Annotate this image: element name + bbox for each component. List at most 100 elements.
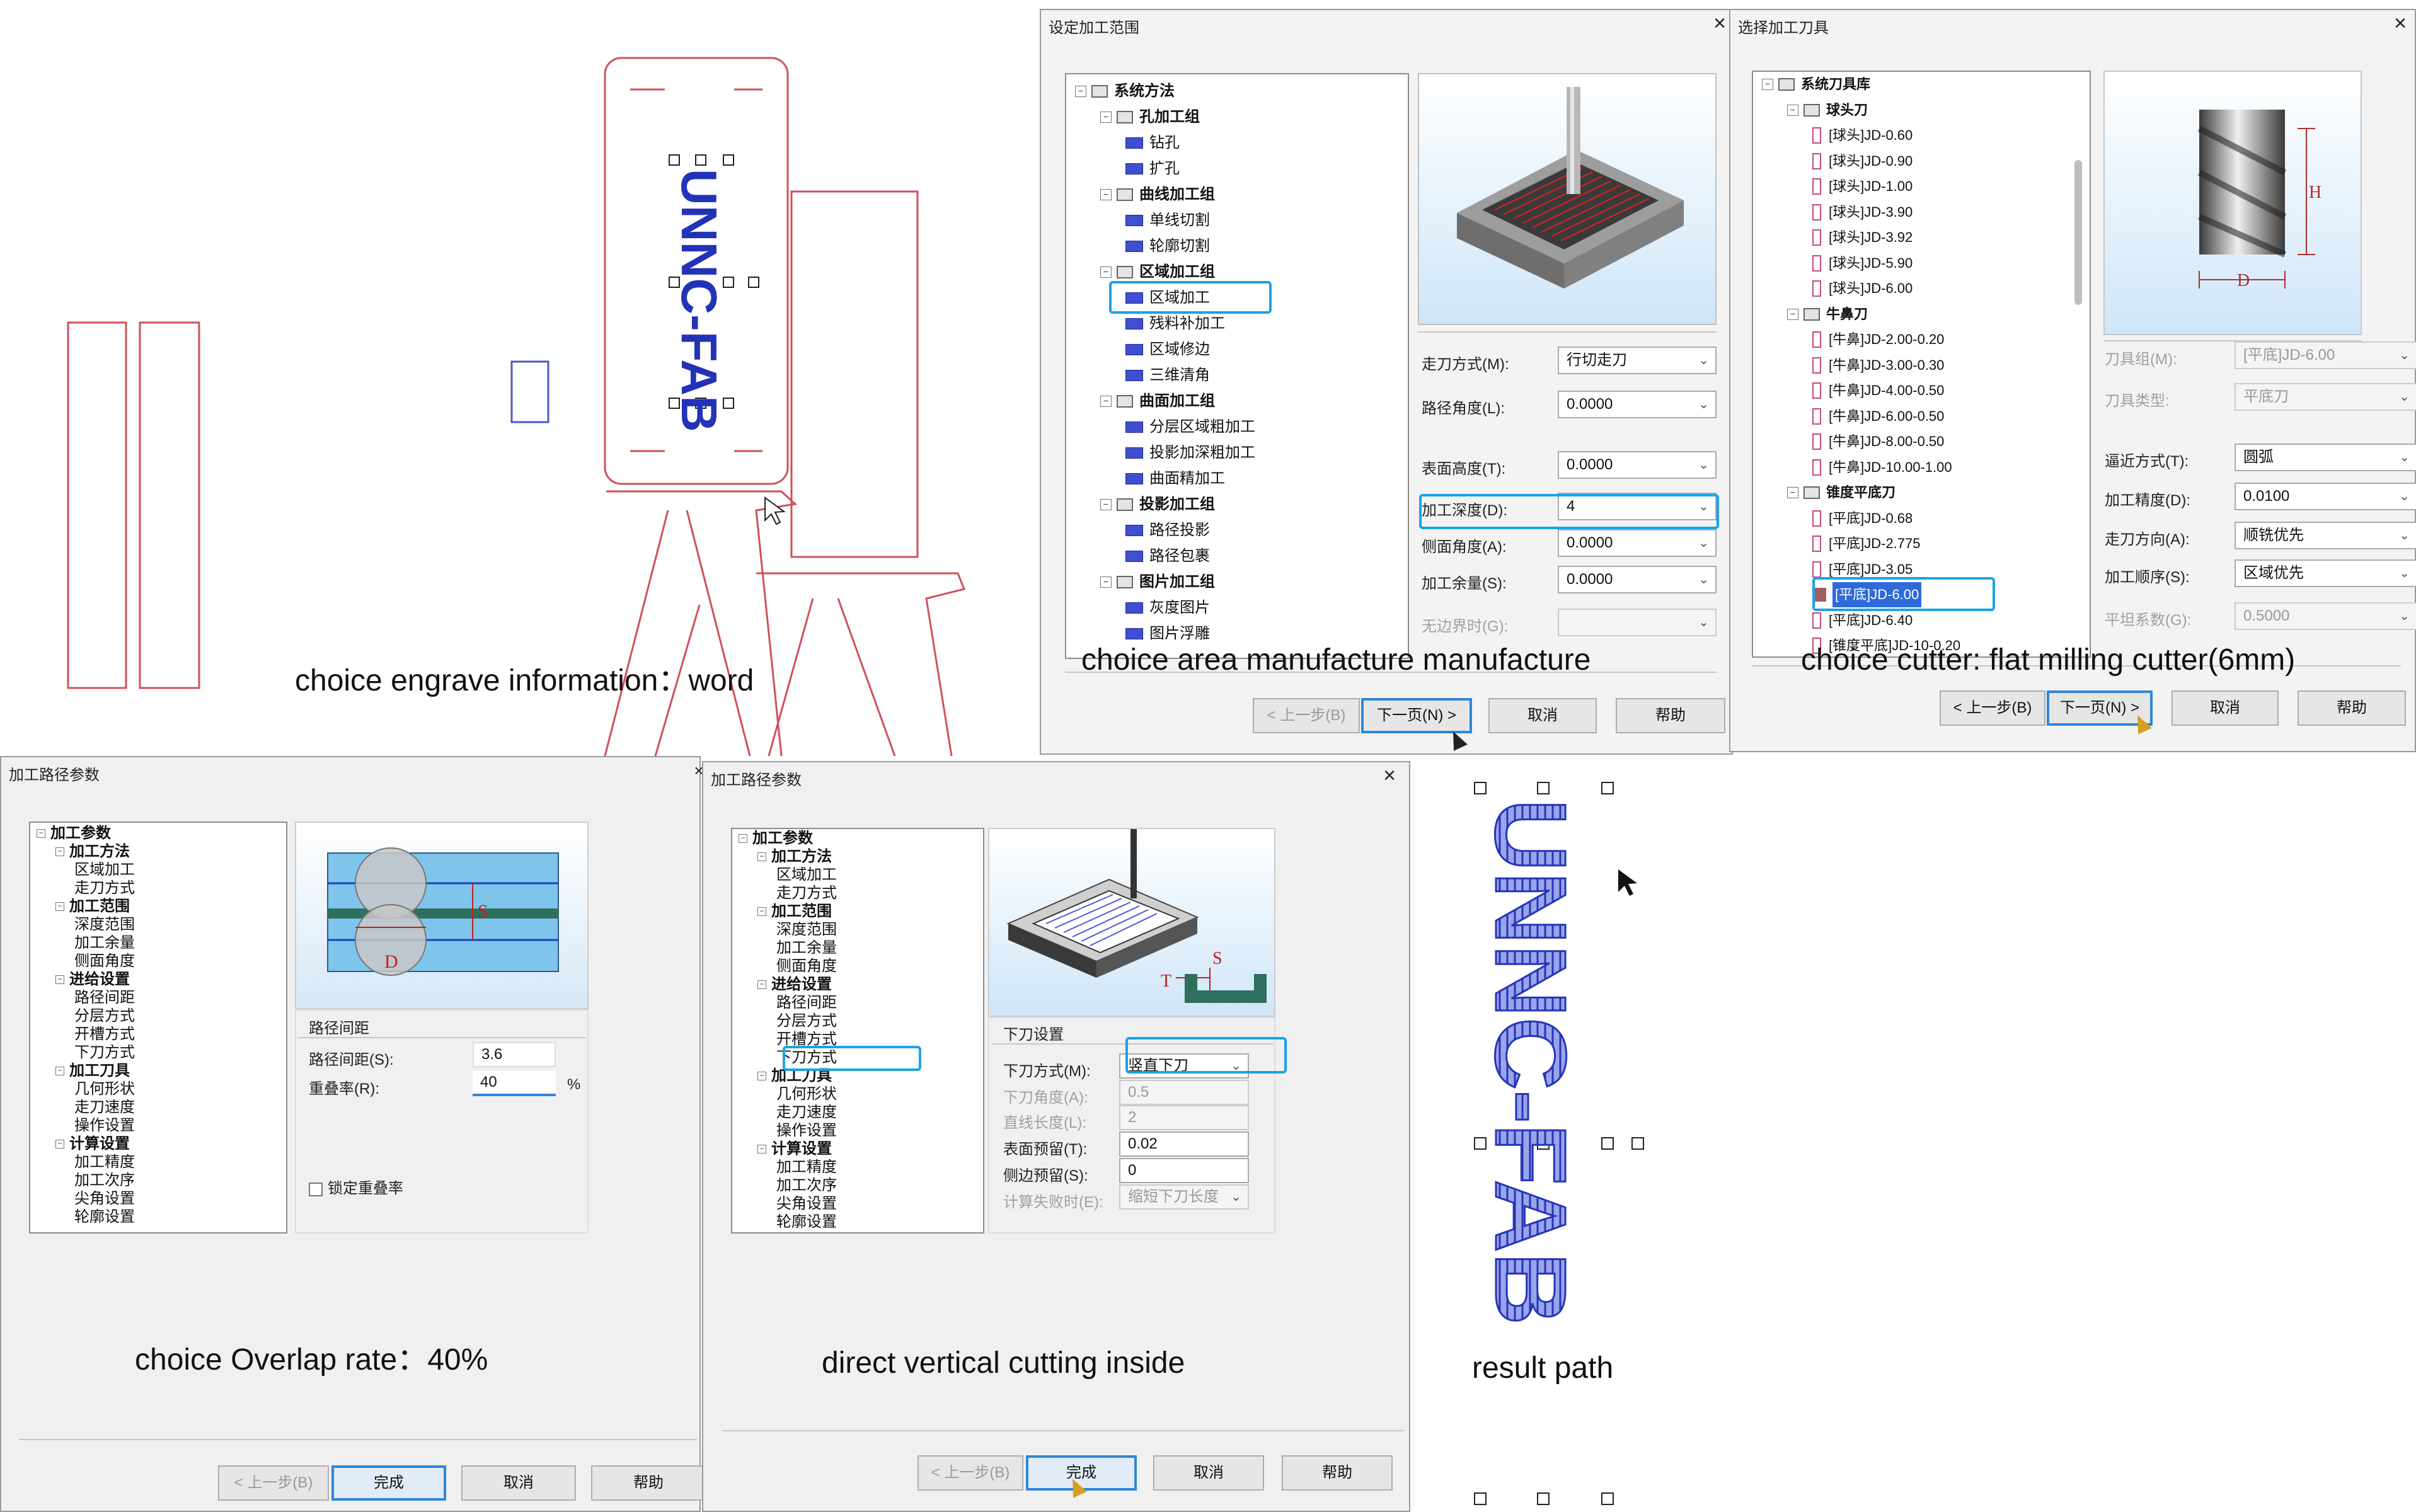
cancel-button[interactable]: 取消 xyxy=(2172,690,2279,726)
tree-item[interactable]: 区域加工 xyxy=(1125,285,1210,311)
tree-item[interactable]: [球头]JD-0.90 xyxy=(1812,149,1913,175)
chevron-down-icon[interactable]: ⌄ xyxy=(2399,566,2410,580)
field-input[interactable]: 0 xyxy=(1119,1158,1249,1183)
tree-item[interactable]: −锥度平底刀 xyxy=(1787,480,1895,506)
tree-item[interactable]: −加工刀具 xyxy=(55,1062,130,1080)
tree-item[interactable]: 尖角设置 xyxy=(776,1194,837,1213)
tree-item[interactable]: 下刀方式 xyxy=(74,1043,135,1062)
tree-item[interactable]: 加工次序 xyxy=(74,1171,135,1189)
tree-item[interactable]: 投影加深粗加工 xyxy=(1125,440,1255,466)
tree-item[interactable]: 加工次序 xyxy=(776,1176,837,1194)
close-icon[interactable]: × xyxy=(1713,11,1726,35)
tree-item[interactable]: [球头]JD-3.92 xyxy=(1812,225,1913,251)
tree-item[interactable]: 轮廓设置 xyxy=(776,1213,837,1231)
tree-item[interactable]: [平底]JD-6.00 xyxy=(1812,582,1922,608)
chevron-down-icon[interactable]: ⌄ xyxy=(1698,458,1709,472)
next-button[interactable]: 下一页(N) > xyxy=(1361,698,1472,733)
tree-item[interactable]: [牛鼻]JD-4.00-0.50 xyxy=(1812,378,1944,404)
field-input[interactable]: 4⌄ xyxy=(1558,493,1717,520)
tree-item[interactable]: 走刀速度 xyxy=(74,1098,135,1116)
tree-item[interactable]: 轮廓设置 xyxy=(74,1208,135,1226)
tree-item[interactable]: [球头]JD-0.60 xyxy=(1812,123,1913,149)
prev-button[interactable]: < 上一步(B) xyxy=(218,1465,329,1501)
param-tree[interactable]: −加工参数−加工方法区域加工走刀方式−加工范围深度范围加工余量侧面角度−进给设置… xyxy=(731,828,984,1234)
collapse-icon[interactable]: − xyxy=(757,1071,766,1080)
field-input[interactable]: 区域优先⌄ xyxy=(2235,559,2416,587)
collapse-icon[interactable]: − xyxy=(757,852,766,861)
tree-item[interactable]: 图片浮雕 xyxy=(1125,621,1210,646)
collapse-icon[interactable]: − xyxy=(55,975,64,984)
tree-item[interactable]: 曲面精加工 xyxy=(1125,466,1225,491)
tree-item[interactable]: 三维清角 xyxy=(1125,362,1210,388)
tree-item[interactable]: 区域修边 xyxy=(1125,336,1210,362)
tree-item[interactable]: 灰度图片 xyxy=(1125,595,1210,621)
tree-item[interactable]: −加工方法 xyxy=(55,842,130,861)
tree-item[interactable]: [球头]JD-3.90 xyxy=(1812,200,1913,226)
tree-item[interactable]: 开槽方式 xyxy=(74,1025,135,1043)
help-button[interactable]: 帮助 xyxy=(1282,1455,1393,1491)
overlap-input[interactable]: 40 xyxy=(473,1071,556,1096)
chevron-down-icon[interactable]: ⌄ xyxy=(2399,348,2410,362)
collapse-icon[interactable]: − xyxy=(55,1066,64,1075)
tree-item[interactable]: 路径间距 xyxy=(74,988,135,1007)
tree-item[interactable]: 路径间距 xyxy=(776,994,837,1012)
tree-item[interactable]: 深度范围 xyxy=(74,915,135,934)
collapse-icon[interactable]: − xyxy=(757,1144,766,1154)
tree-item[interactable]: −投影加工组 xyxy=(1100,491,1215,517)
collapse-icon[interactable]: − xyxy=(55,1139,64,1148)
collapse-icon[interactable]: − xyxy=(1100,395,1112,407)
tree-item[interactable]: −进给设置 xyxy=(757,975,832,994)
cancel-button[interactable]: 取消 xyxy=(1153,1455,1264,1491)
chevron-down-icon[interactable]: ⌄ xyxy=(1231,1190,1241,1204)
tree-item[interactable]: [牛鼻]JD-10.00-1.00 xyxy=(1812,455,1952,481)
tree-item[interactable]: 扩孔 xyxy=(1125,156,1180,181)
tree-item[interactable]: 残料补加工 xyxy=(1125,311,1225,336)
tree-item[interactable]: 走刀速度 xyxy=(776,1103,837,1121)
help-button[interactable]: 帮助 xyxy=(2298,690,2406,726)
prev-button[interactable]: < 上一步(B) xyxy=(1253,698,1360,733)
collapse-icon[interactable]: − xyxy=(1100,188,1112,200)
tree-item[interactable]: −加工参数 xyxy=(37,824,111,842)
tree-item[interactable]: −计算设置 xyxy=(757,1140,832,1158)
tree-item[interactable]: −牛鼻刀 xyxy=(1787,302,1868,328)
tree-item[interactable]: −加工方法 xyxy=(757,847,832,866)
tree-item[interactable]: [平底]JD-6.40 xyxy=(1812,608,1913,634)
collapse-icon[interactable]: − xyxy=(1100,111,1112,123)
tree-item[interactable]: −图片加工组 xyxy=(1100,569,1215,595)
tree-item[interactable]: 区域加工 xyxy=(776,866,837,884)
collapse-icon[interactable]: − xyxy=(55,902,64,911)
param-tree[interactable]: −加工参数−加工方法区域加工走刀方式−加工范围深度范围加工余量侧面角度−进给设置… xyxy=(29,822,287,1234)
chevron-down-icon[interactable]: ⌄ xyxy=(2399,609,2410,623)
close-icon[interactable]: × xyxy=(1383,764,1396,788)
tree-item[interactable]: −进给设置 xyxy=(55,970,130,988)
collapse-icon[interactable]: − xyxy=(1100,498,1112,510)
collapse-icon[interactable]: − xyxy=(1787,308,1798,320)
collapse-icon[interactable]: − xyxy=(55,847,64,856)
tree-item[interactable]: 路径包裹 xyxy=(1125,543,1210,569)
lock-overlap-checkbox[interactable]: 锁定重叠率 xyxy=(309,1176,403,1198)
collapse-icon[interactable]: − xyxy=(1100,266,1112,278)
close-icon[interactable]: × xyxy=(2394,11,2407,35)
cancel-button[interactable]: 取消 xyxy=(1488,698,1597,733)
tool-tree[interactable]: −系统刀具库−球头刀[球头]JD-0.60[球头]JD-0.90[球头]JD-1… xyxy=(1752,71,2091,658)
close-icon[interactable]: × xyxy=(694,761,704,780)
collapse-icon[interactable]: − xyxy=(1787,104,1798,116)
tree-item[interactable]: 加工余量 xyxy=(776,939,837,957)
chevron-down-icon[interactable]: ⌄ xyxy=(2399,490,2410,503)
tree-item[interactable]: [球头]JD-1.00 xyxy=(1812,174,1913,200)
tree-item[interactable]: −系统刀具库 xyxy=(1762,72,1870,98)
tree-item[interactable]: −区域加工组 xyxy=(1100,259,1215,285)
chevron-down-icon[interactable]: ⌄ xyxy=(2399,450,2410,464)
tree-item[interactable]: −加工范围 xyxy=(757,902,832,920)
collapse-icon[interactable]: − xyxy=(1787,487,1798,499)
collapse-icon[interactable]: − xyxy=(37,828,45,838)
tree-item[interactable]: [牛鼻]JD-6.00-0.50 xyxy=(1812,404,1944,430)
help-button[interactable]: 帮助 xyxy=(591,1465,706,1501)
tree-item[interactable]: 钻孔 xyxy=(1125,130,1180,156)
tree-item[interactable]: −加工参数 xyxy=(739,829,813,847)
tree-item[interactable]: [球头]JD-5.90 xyxy=(1812,251,1913,277)
field-input[interactable]: 0.02 xyxy=(1119,1131,1249,1157)
tree-item[interactable]: −计算设置 xyxy=(55,1135,130,1153)
chevron-down-icon[interactable]: ⌄ xyxy=(2399,390,2410,404)
tree-item[interactable]: [锥度平底]JD-10-0.20 xyxy=(1812,633,1960,656)
